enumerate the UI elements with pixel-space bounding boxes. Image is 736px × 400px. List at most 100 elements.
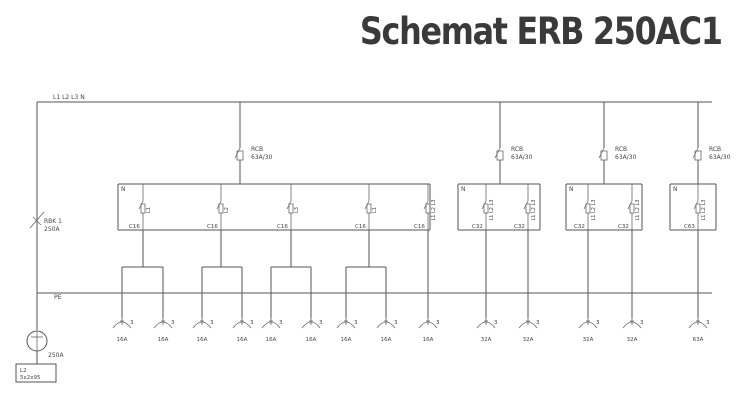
circuit-breaker — [627, 184, 635, 230]
socket-outlet — [376, 318, 396, 329]
socket-rating: 16A — [381, 337, 392, 343]
socket-rating: 16A — [237, 337, 248, 343]
breaker-phase: L1 — [146, 207, 152, 213]
neutral-label: N — [461, 186, 466, 193]
meter-symbol — [26, 330, 48, 364]
socket-rating: 32A — [523, 337, 534, 343]
socket-rating: 16A — [266, 337, 277, 343]
socket-poles: 3 — [319, 320, 323, 326]
cable-id: L2 — [20, 368, 27, 374]
socket-outlet — [518, 318, 538, 329]
rcd-switch — [494, 147, 504, 184]
breaker-rating: C16 — [277, 224, 288, 230]
breaker-phase: L2 — [224, 207, 230, 213]
socket-rating: 32A — [627, 337, 638, 343]
circuit-breaker — [364, 184, 372, 230]
socket-outlet — [112, 318, 132, 329]
breaker-rating: C16 — [207, 224, 218, 230]
socket-outlet — [301, 318, 321, 329]
socket-outlet — [336, 318, 356, 329]
breaker-phase: L1 L2 L3 — [489, 199, 495, 220]
socket-poles: 3 — [640, 320, 644, 326]
socket-outlet — [688, 318, 708, 329]
breaker-phase: L1 L2 L3 — [431, 199, 437, 220]
breaker-phase: L3 — [294, 207, 300, 213]
rcd-switch — [692, 147, 702, 184]
rcd-label: RCB — [511, 146, 523, 153]
socket-poles: 3 — [279, 320, 283, 326]
circuit-breaker — [286, 184, 294, 230]
socket-outlet — [153, 318, 173, 329]
circuit-breaker — [138, 184, 146, 230]
breaker-rating: C32 — [514, 224, 525, 230]
neutral-label: N — [569, 186, 574, 193]
circuit-breaker — [216, 184, 224, 230]
socket-outlet — [192, 318, 212, 329]
rcd-switch — [234, 147, 244, 184]
socket-outlet — [418, 318, 438, 329]
neutral-label: N — [121, 186, 126, 193]
socket-poles: 3 — [436, 320, 440, 326]
breaker-phase: L1 L2 L3 — [701, 199, 707, 220]
socket-outlet — [622, 318, 642, 329]
breaker-phase: L1 L2 L3 — [591, 199, 597, 220]
socket-rating: 32A — [583, 337, 594, 343]
circuit-breaker — [423, 184, 431, 230]
socket-poles: 3 — [706, 320, 710, 326]
socket-rating: 16A — [341, 337, 352, 343]
socket-outlet — [261, 318, 281, 329]
main-switch-rating: 250A — [44, 226, 60, 233]
page-title: Schemat ERB 250AC1 — [360, 10, 723, 53]
socket-rating: 16A — [306, 337, 317, 343]
rcd-label: RCB — [251, 146, 263, 153]
breaker-rating: C32 — [472, 224, 483, 230]
rcd-rating: 63A/30 — [709, 154, 731, 161]
socket-poles: 3 — [171, 320, 175, 326]
busbar-label: L1 L2 L3 N — [53, 94, 85, 101]
cable-box — [15, 363, 57, 383]
socket-outlet — [578, 318, 598, 329]
breaker-rating: C16 — [355, 224, 366, 230]
rcd-switch — [598, 147, 608, 184]
circuit-breaker — [481, 184, 489, 230]
socket-poles: 3 — [354, 320, 358, 326]
meter-rating: 250A — [48, 352, 64, 359]
socket-poles: 3 — [130, 320, 134, 326]
socket-rating: 32A — [481, 337, 492, 343]
socket-outlet — [476, 318, 496, 329]
socket-rating: 16A — [197, 337, 208, 343]
main-switch — [29, 211, 45, 229]
breaker-phase: L1 L2 L3 — [635, 199, 641, 220]
socket-rating: 16A — [158, 337, 169, 343]
breaker-phase: L1 — [372, 207, 378, 213]
rcd-label: RCB — [615, 146, 627, 153]
circuit-breaker — [583, 184, 591, 230]
socket-rating: 16A — [117, 337, 128, 343]
breaker-rating: C32 — [574, 224, 585, 230]
socket-poles: 3 — [210, 320, 214, 326]
socket-rating: 63A — [693, 337, 704, 343]
socket-outlet — [232, 318, 252, 329]
breaker-rating: C63 — [684, 224, 695, 230]
breaker-rating: C16 — [414, 224, 425, 230]
rcd-rating: 63A/30 — [615, 154, 637, 161]
socket-poles: 3 — [596, 320, 600, 326]
socket-poles: 3 — [394, 320, 398, 326]
circuit-breaker — [523, 184, 531, 230]
rcd-rating: 63A/30 — [251, 154, 273, 161]
socket-poles: 3 — [494, 320, 498, 326]
rcd-rating: 63A/30 — [511, 154, 533, 161]
circuit-breaker — [693, 184, 701, 230]
main-switch-name: RBK 1 — [44, 218, 62, 225]
breaker-phase: L1 L2 L3 — [531, 199, 537, 220]
socket-poles: 3 — [250, 320, 254, 326]
neutral-label: N — [673, 186, 678, 193]
rcd-label: RCB — [709, 146, 721, 153]
breaker-rating: C16 — [129, 224, 140, 230]
socket-rating: 16A — [423, 337, 434, 343]
breaker-rating: C32 — [618, 224, 629, 230]
pe-label: PE — [54, 294, 62, 301]
socket-poles: 3 — [536, 320, 540, 326]
cable-spec: 5x2x95 — [20, 375, 41, 381]
